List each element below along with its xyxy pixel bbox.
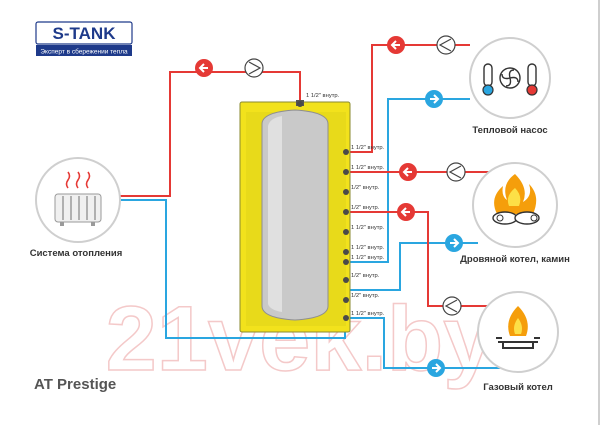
hot-arrow-gas-boiler (397, 203, 415, 221)
brand-name: S-TANK (53, 24, 117, 43)
tank-port (297, 101, 303, 107)
port-size-label: 1/2" внутр. (351, 273, 380, 279)
cold-arrow-gas-boiler (427, 359, 445, 377)
wood-boiler-label: Дровяной котел, камин (460, 254, 570, 265)
tank-port (343, 277, 349, 283)
pump-icon (446, 162, 466, 182)
hot-pipe-heat-pump (345, 44, 470, 153)
cold-arrow-heat-pump (425, 90, 443, 108)
port-list: 1 1/2" внутр. 1 1/2" внутр. 1 1/2" внутр. 1… (297, 93, 385, 321)
tank-highlight (268, 116, 282, 312)
cold-pipe-wood-boiler (345, 242, 478, 291)
tank-port (343, 297, 349, 303)
heat-pump-label: Тепловой насос (472, 125, 547, 136)
pump-icon (442, 296, 462, 316)
port-size-label: 1/2" внутр. (351, 293, 380, 299)
brand-tagline: Эксперт в сбережении тепла (40, 48, 128, 56)
tank-port (343, 189, 349, 195)
port-size-label: 1 1/2" внутр. (351, 245, 385, 251)
port-size-label: 1 1/2" внутр. (351, 165, 385, 171)
radiator-icon (54, 171, 102, 226)
port-size-label: 1 1/2" внутр. (351, 145, 385, 151)
port-size-label: 1 1/2" внутр. (351, 311, 385, 317)
tank-port (343, 169, 349, 175)
port-size-label: 1 1/2" внутр. (351, 255, 385, 261)
wood-boiler: Дровяной котел, камин (460, 162, 570, 265)
heating-system: Система отопления (30, 157, 123, 259)
logo-frame (35, 21, 133, 45)
pump-icon (436, 35, 456, 55)
heat-pump-icon (482, 63, 538, 96)
hot-pipe-heating-supply (98, 71, 301, 197)
port-size-label: 1/2" внутр. (351, 205, 380, 211)
storage-tank (239, 101, 351, 333)
gas-boiler-label: Газовый котел (483, 382, 553, 393)
tagline-bar (36, 45, 132, 56)
product-name: AT Prestige (34, 376, 116, 393)
cold-arrow-wood-boiler (445, 234, 463, 252)
tank-port (343, 315, 349, 321)
hot-arrow-heating (195, 59, 213, 77)
tank-port (343, 249, 349, 255)
heating-system-label: Система отопления (30, 248, 123, 259)
pumps (244, 35, 466, 316)
hot-arrow-wood-boiler (399, 163, 417, 181)
fire-icon (492, 174, 540, 225)
port-size-label: 1 1/2" внутр. (351, 225, 385, 231)
tank-port (343, 209, 349, 215)
port-size-label: 1/2" внутр. (351, 185, 380, 191)
heat-pump: Тепловой насос (469, 37, 551, 136)
pump-icon (244, 58, 264, 78)
tank-port (343, 149, 349, 155)
flow-arrows (195, 36, 463, 377)
hot-arrow-heat-pump (387, 36, 405, 54)
brand-logo: S-TANK Эксперт в сбережении тепла (35, 21, 133, 56)
port-size-label: 1 1/2" внутр. (306, 93, 340, 99)
gas-boiler: Газовый котел (477, 291, 559, 393)
tank-port (343, 259, 349, 265)
gas-flame-icon (496, 306, 540, 349)
tank-port (343, 229, 349, 235)
